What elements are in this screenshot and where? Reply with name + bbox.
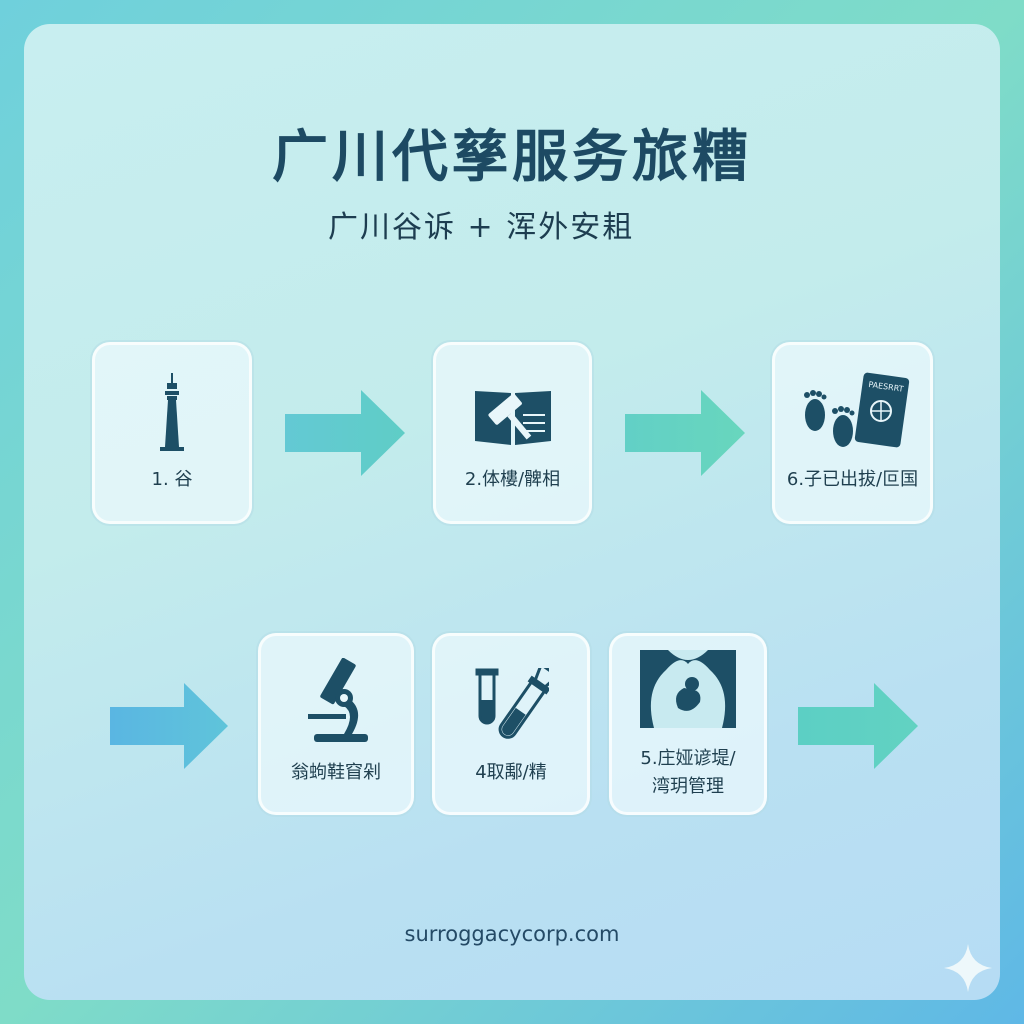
step-card-1: 1. 谷 [92,342,252,524]
arrow-right-icon [110,683,228,769]
website-link[interactable]: surroggacycorp.com [404,922,620,946]
step-card-6: PAESRRT 6.子已出拔/叵国 [772,342,933,524]
step-label: 翁蚼鞋窅剁 [291,762,381,783]
step-label-line1: 5.庄娅谚堤/ [640,748,736,769]
step-card-3: 翁蚼鞋窅剁 [258,633,414,815]
step-label: 4取鄅/精 [475,762,547,783]
fetus-icon [640,650,736,728]
step-card-5: 5.庄娅谚堤/ 湾玥管理 [609,633,767,815]
test-tubes-icon [475,668,549,739]
page-title: 广川代孳服务旅糟 [272,125,752,190]
step-card-4: 4取鄅/精 [432,633,590,815]
step-label: 1. 谷 [151,469,193,490]
step-card-2: 2.体樓/髀相 [433,342,592,524]
page-subtitle: 广川谷诉 + 浑外安耝 [328,210,635,245]
arrow-right-icon [625,390,745,476]
arrow-right-icon [285,390,405,476]
microscope-icon [308,658,368,742]
arrow-right-icon [798,683,918,769]
sparkle-icon [944,944,992,992]
step-label-line2: 湾玥管理 [652,776,724,797]
step-label: 2.体樓/髀相 [464,469,561,490]
footprints-passport-icon: PAESRRT [803,372,909,448]
law-book-gavel-icon [474,391,551,445]
tower-icon [160,373,184,451]
step-label: 6.子已出拔/叵国 [786,469,919,490]
